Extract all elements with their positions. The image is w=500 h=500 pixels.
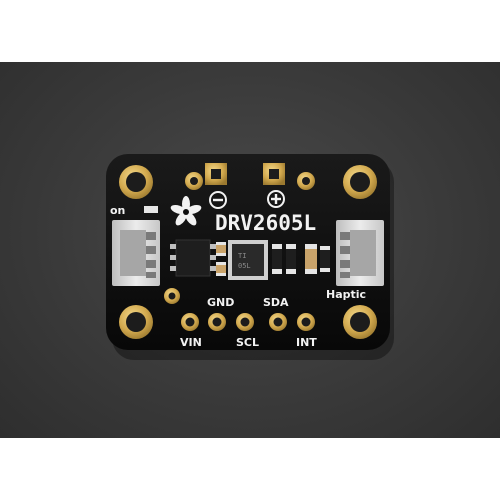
pin-int (297, 313, 315, 331)
adafruit-flower-icon (170, 196, 202, 226)
power-led (144, 206, 158, 213)
pin-sda (269, 313, 287, 331)
smd-components-right (272, 244, 330, 274)
small-ic-left (170, 239, 216, 277)
stemma-qt-connector-left (112, 220, 160, 286)
pin-label-vin: VIN (180, 336, 202, 349)
pin-label-int: INT (296, 336, 317, 349)
pin-scl (236, 313, 254, 331)
mounting-hole-bottom-left (119, 305, 153, 339)
smd-components-left (216, 242, 226, 276)
pin-vin (181, 313, 199, 331)
minus-symbol-icon (209, 191, 227, 209)
pin-label-sda: SDA (263, 296, 289, 309)
on-label: on (110, 204, 125, 217)
drv2605l-chip: TI 05L (228, 240, 268, 280)
chip-marking-line-1: TI (238, 252, 246, 260)
mounting-hole-bottom-right (343, 305, 377, 339)
header-pins (181, 313, 315, 331)
mounting-hole-top-left (119, 165, 153, 199)
chip-name-label: DRV2605L (215, 211, 316, 235)
haptic-label: Haptic (326, 288, 366, 301)
mounting-hole-top-right (343, 165, 377, 199)
motor-pad-plus (263, 163, 285, 185)
chip-marking-line-2: 05L (238, 262, 251, 270)
plus-symbol-icon (267, 190, 285, 208)
motor-pad-minus (205, 163, 227, 185)
pin-label-gnd: GND (207, 296, 234, 309)
pin-gnd (208, 313, 226, 331)
pin-label-scl: SCL (236, 336, 259, 349)
stemma-qt-connector-right (336, 220, 384, 286)
